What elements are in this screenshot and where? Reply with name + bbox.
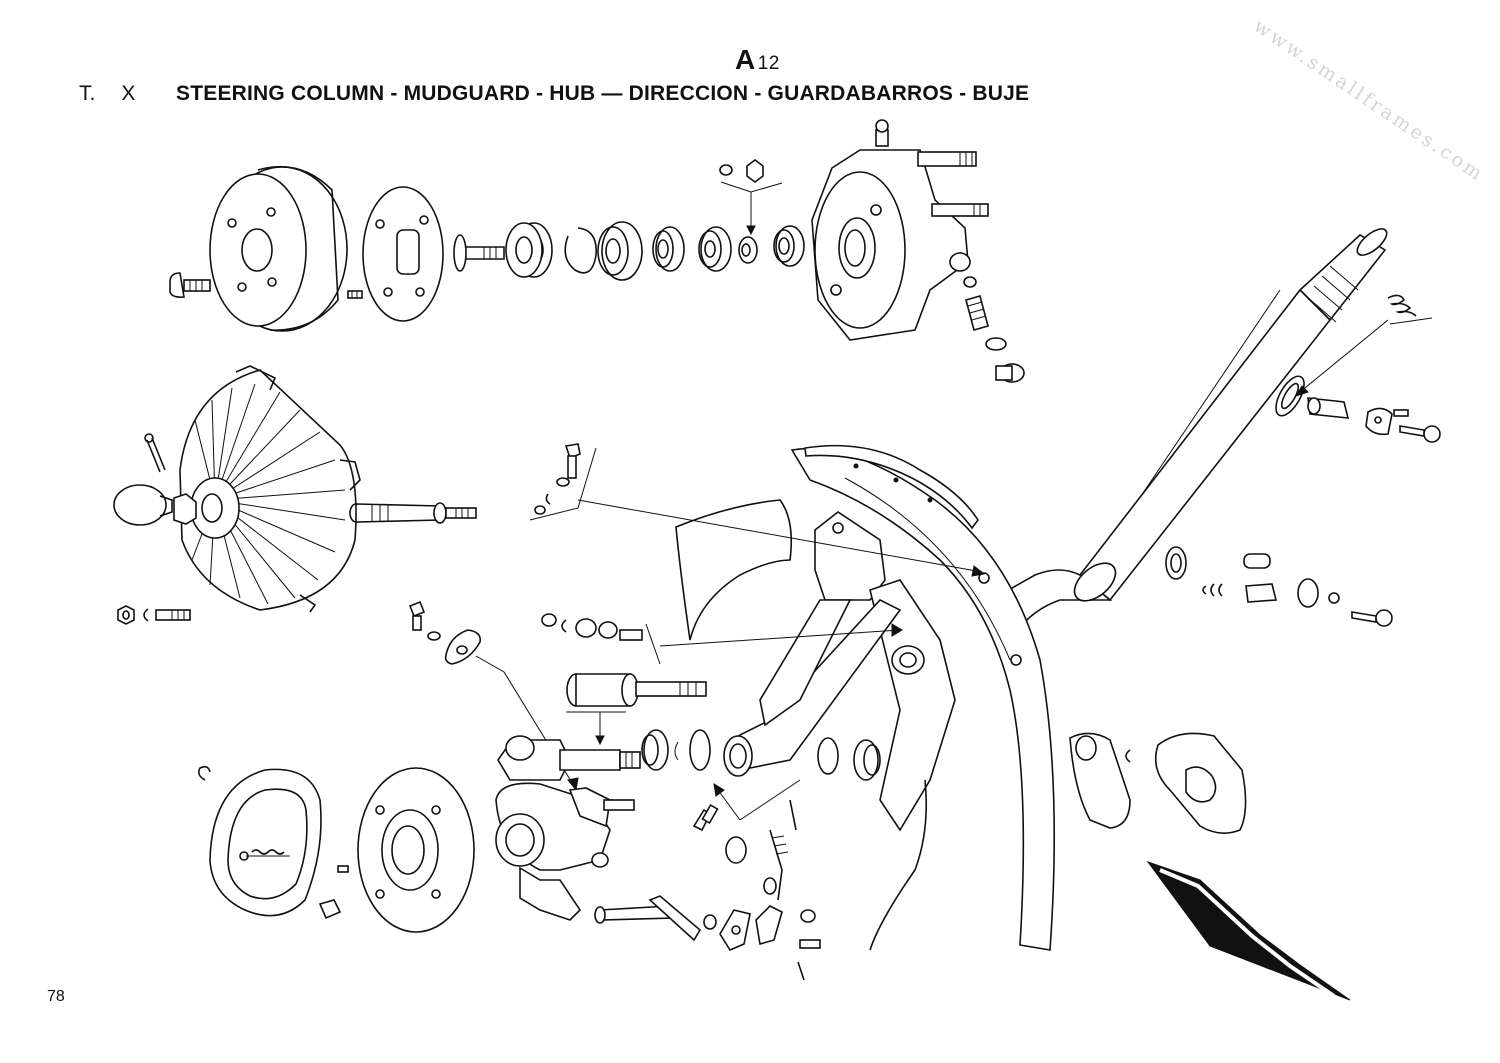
steering-lock (1294, 317, 1433, 419)
bracket-cover (1154, 732, 1247, 834)
oil-seal (505, 222, 553, 278)
arm-pivot-screws (541, 613, 903, 665)
ball-bearing-1 (597, 221, 643, 281)
finned-brake-drum (179, 365, 361, 613)
suspension-bracket (1069, 732, 1131, 829)
mudguard (675, 447, 1056, 951)
ball-bearing-2 (698, 226, 732, 272)
brake-shoes (198, 765, 349, 920)
mudguard-trim (804, 444, 979, 530)
side-decal (1146, 861, 1351, 1001)
page-title: STEERING COLUMN - MUDGUARD - HUB — DIREC… (176, 82, 1030, 105)
roller-bearing-1 (652, 226, 685, 272)
brake-cable-adjuster (692, 799, 797, 901)
knuckle-plug (985, 337, 1025, 383)
model-code-t: T. (79, 82, 96, 105)
fork-stub (495, 735, 641, 921)
page-number: 78 (47, 988, 65, 1005)
hub-nut-small (738, 236, 758, 264)
circlip (564, 227, 597, 274)
drum-fixing-bolt-set (117, 605, 191, 625)
hub-shaft (453, 234, 505, 272)
spring-coil (1387, 294, 1417, 317)
brake-back-plate (357, 767, 475, 933)
dust-cap (113, 484, 173, 526)
cotter-pin-1 (144, 433, 166, 473)
axle-nut (173, 493, 197, 525)
mudguard-bolt-set (529, 443, 986, 577)
fork-arm (723, 511, 956, 951)
steering-knuckle (811, 119, 989, 341)
lock-plate-key (1365, 407, 1441, 443)
ignition-lock-group (1165, 546, 1393, 627)
drum-stud (347, 290, 363, 299)
front-axle (349, 502, 477, 524)
plate-subscript: 12 (757, 53, 780, 74)
hub-flange (362, 186, 444, 322)
grease-nipple (963, 276, 989, 331)
column-bearing-ring (1275, 375, 1305, 417)
pivot-bearings (641, 729, 881, 864)
drum-bolt (169, 272, 211, 298)
washer-nut-group (719, 159, 783, 236)
roller-bearing-2 (773, 225, 805, 267)
steering-column (997, 228, 1388, 642)
model-code-x: X (121, 82, 136, 105)
brake-drum (209, 165, 348, 332)
swing-arm-pin (566, 673, 707, 746)
model-codes: T. X (79, 82, 161, 106)
brake-cam-lever (594, 895, 821, 981)
